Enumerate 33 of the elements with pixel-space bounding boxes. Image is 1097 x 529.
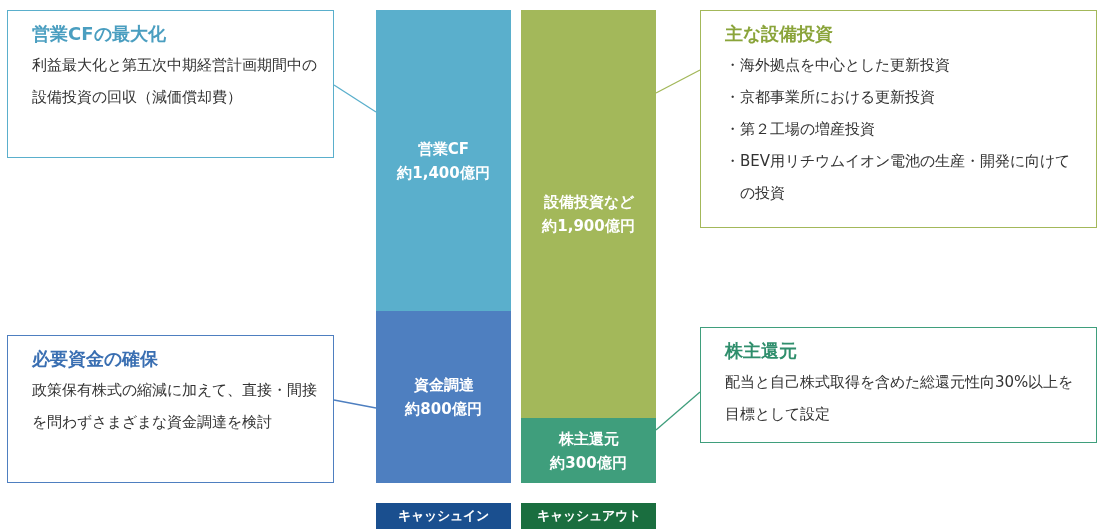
bar-label: 約1,400億円	[397, 162, 490, 184]
bar-label: 約800億円	[405, 399, 482, 420]
callout-box	[7, 335, 334, 483]
cash-bar	[521, 418, 656, 483]
callout-text: ・第２工場の増産投資	[725, 119, 875, 140]
callout-text: 政策保有株式の縮減に加えて、直接・間接を問わずさまざまな資金調達を検討	[32, 380, 318, 433]
column-tag: キャッシュイン	[376, 503, 511, 529]
leader-line	[655, 69, 701, 94]
callout-box	[700, 10, 1097, 228]
bar-label: 営業CF	[417, 138, 470, 160]
bar-label: 設備投資など	[543, 192, 634, 213]
leader-line	[655, 391, 701, 431]
callout-text: 利益最大化と第五次中期経営計画期間中の設備投資の回収（減価償却費）	[32, 55, 318, 108]
bar-label: 資金調達	[413, 375, 474, 396]
callout-text: 配当と自己株式取得を含めた総還元性向30%以上を目標として設定	[725, 372, 1075, 425]
callout-box	[7, 10, 334, 158]
bar-label: 約1,900億円	[542, 216, 635, 237]
cash-bar	[521, 10, 656, 418]
callout-box	[700, 327, 1097, 443]
callout-title: 主な設備投資	[725, 22, 833, 46]
callout-title: 株主還元	[725, 339, 797, 363]
leader-line	[333, 399, 377, 409]
callout-title: 必要資金の確保	[32, 347, 158, 371]
bar-label: 約300億円	[550, 452, 627, 474]
bar-label: 株主還元	[558, 428, 619, 450]
callout-text: ・海外拠点を中心とした更新投資	[725, 55, 950, 76]
callout-text: ・京都事業所における更新投資	[725, 87, 935, 108]
column-tag: キャッシュアウト	[521, 503, 656, 529]
cash-bar	[376, 311, 511, 483]
callout-title: 営業CFの最大化	[32, 22, 166, 46]
leader-line	[333, 84, 377, 113]
cash-bar	[376, 10, 511, 311]
callout-text: ・BEV用リチウムイオン電池の生産・開発に向けての投資	[725, 151, 1072, 204]
